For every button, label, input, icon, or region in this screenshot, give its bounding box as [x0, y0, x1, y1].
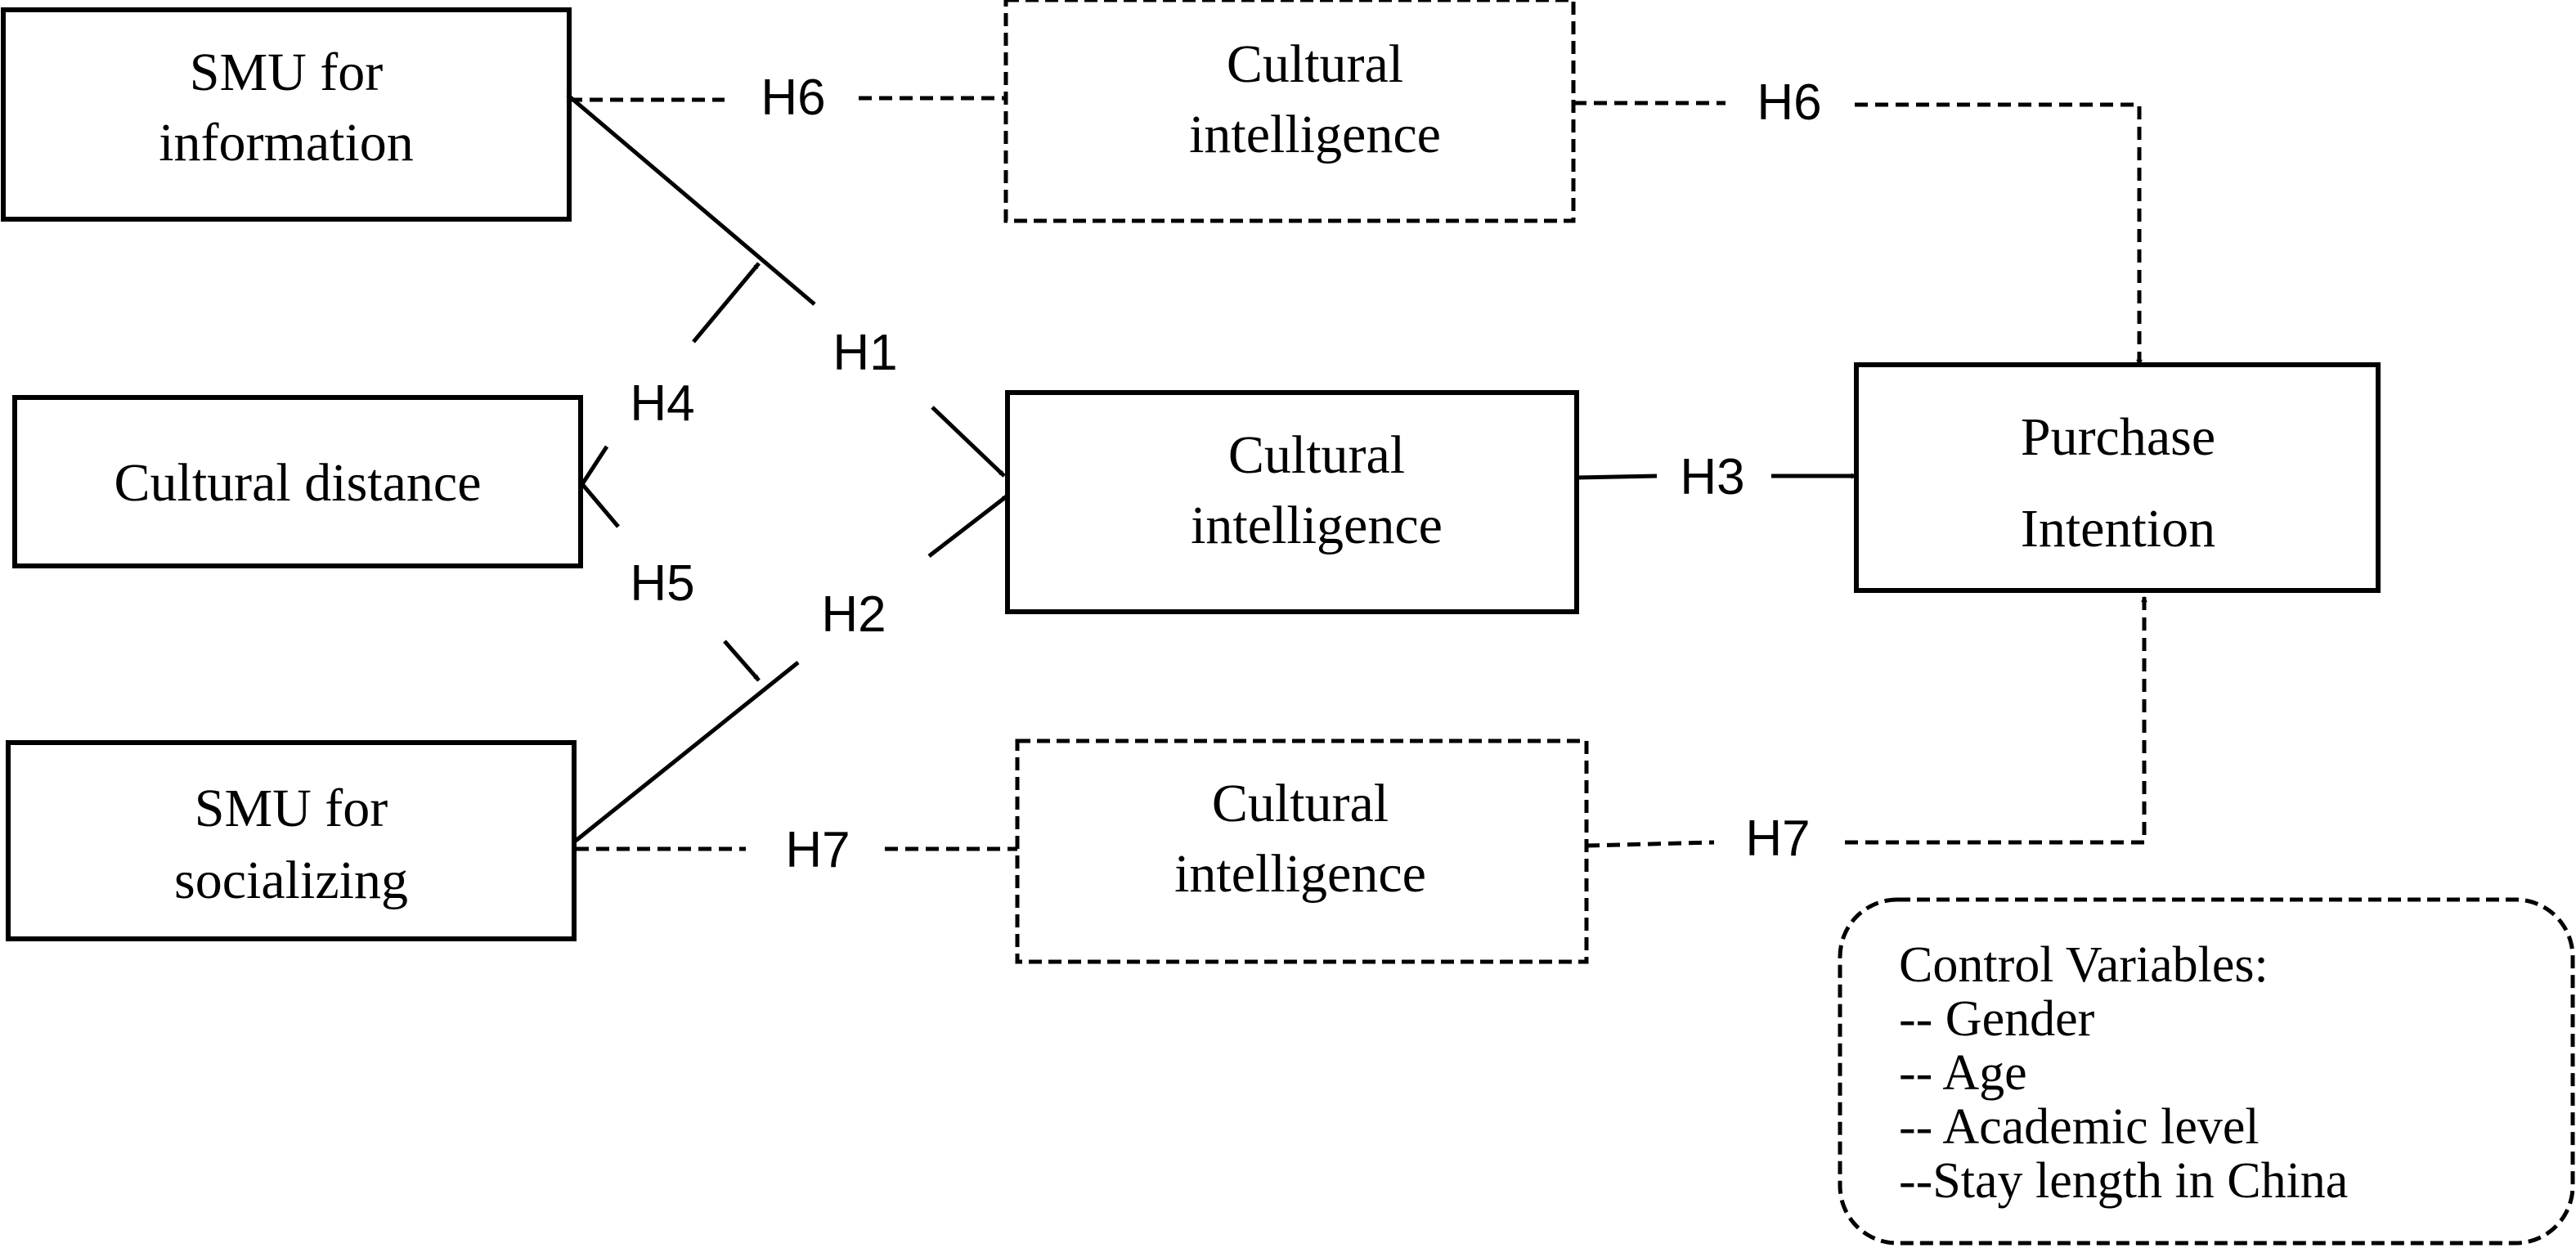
label-h5: H5 — [630, 555, 694, 612]
smu-information-line1: SMU for — [190, 43, 384, 102]
path-h3: H3 — [1576, 449, 1857, 505]
path-h2: H2 — [574, 494, 1009, 842]
label-h6-right: H6 — [1757, 74, 1821, 131]
label-h1: H1 — [832, 325, 897, 381]
label-h6-left: H6 — [761, 70, 825, 126]
control-variables-box: Control Variables: -- Gender -- Age -- A… — [1838, 897, 2575, 1246]
purchase-intention-line2: Intention — [2021, 499, 2215, 559]
smu-socializing-line1: SMU for — [195, 779, 388, 838]
label-h7-right: H7 — [1745, 810, 1810, 867]
label-h3: H3 — [1680, 449, 1744, 505]
path-h6: H6 H6 — [569, 70, 2139, 365]
purchase-intention-node: Purchase Intention — [1854, 362, 2381, 593]
ci-middle-line2: intelligence — [1191, 496, 1443, 555]
smu-socializing-line2: socializing — [174, 851, 408, 910]
smu-information-node: SMU for information — [1, 7, 572, 222]
control-variable-item: --Stay length in China — [1899, 1153, 2348, 1209]
path-h5: H5 — [581, 483, 761, 682]
smu-information-line2: information — [159, 113, 414, 173]
cultural-intelligence-bottom-node: Cultural intelligence — [1015, 738, 1589, 964]
label-h7-left: H7 — [785, 822, 850, 878]
ci-middle-line1: Cultural — [1228, 425, 1405, 485]
path-h4: H4 — [580, 262, 761, 486]
control-variables-title: Control Variables: — [1899, 937, 2269, 993]
path-h1: H1 — [566, 93, 1006, 478]
control-variable-item: -- Gender — [1899, 991, 2095, 1047]
smu-socializing-node: SMU for socializing — [6, 740, 577, 941]
control-variable-item: -- Academic level — [1899, 1099, 2260, 1155]
ci-top-line2: intelligence — [1189, 105, 1441, 164]
path-h7: H7 H7 — [576, 597, 2144, 878]
ci-bottom-line2: intelligence — [1174, 844, 1426, 904]
label-h2: H2 — [821, 586, 886, 643]
purchase-intention-line1: Purchase — [2021, 407, 2215, 467]
cultural-distance-label: Cultural distance — [114, 453, 481, 513]
ci-top-line1: Cultural — [1227, 34, 1403, 94]
ci-bottom-line1: Cultural — [1212, 774, 1389, 833]
cultural-intelligence-top-node: Cultural intelligence — [1003, 0, 1576, 223]
label-h4: H4 — [630, 375, 694, 432]
control-variable-item: -- Age — [1899, 1045, 2027, 1101]
cultural-distance-node: Cultural distance — [12, 395, 583, 568]
cultural-intelligence-middle-node: Cultural intelligence — [1005, 390, 1579, 614]
